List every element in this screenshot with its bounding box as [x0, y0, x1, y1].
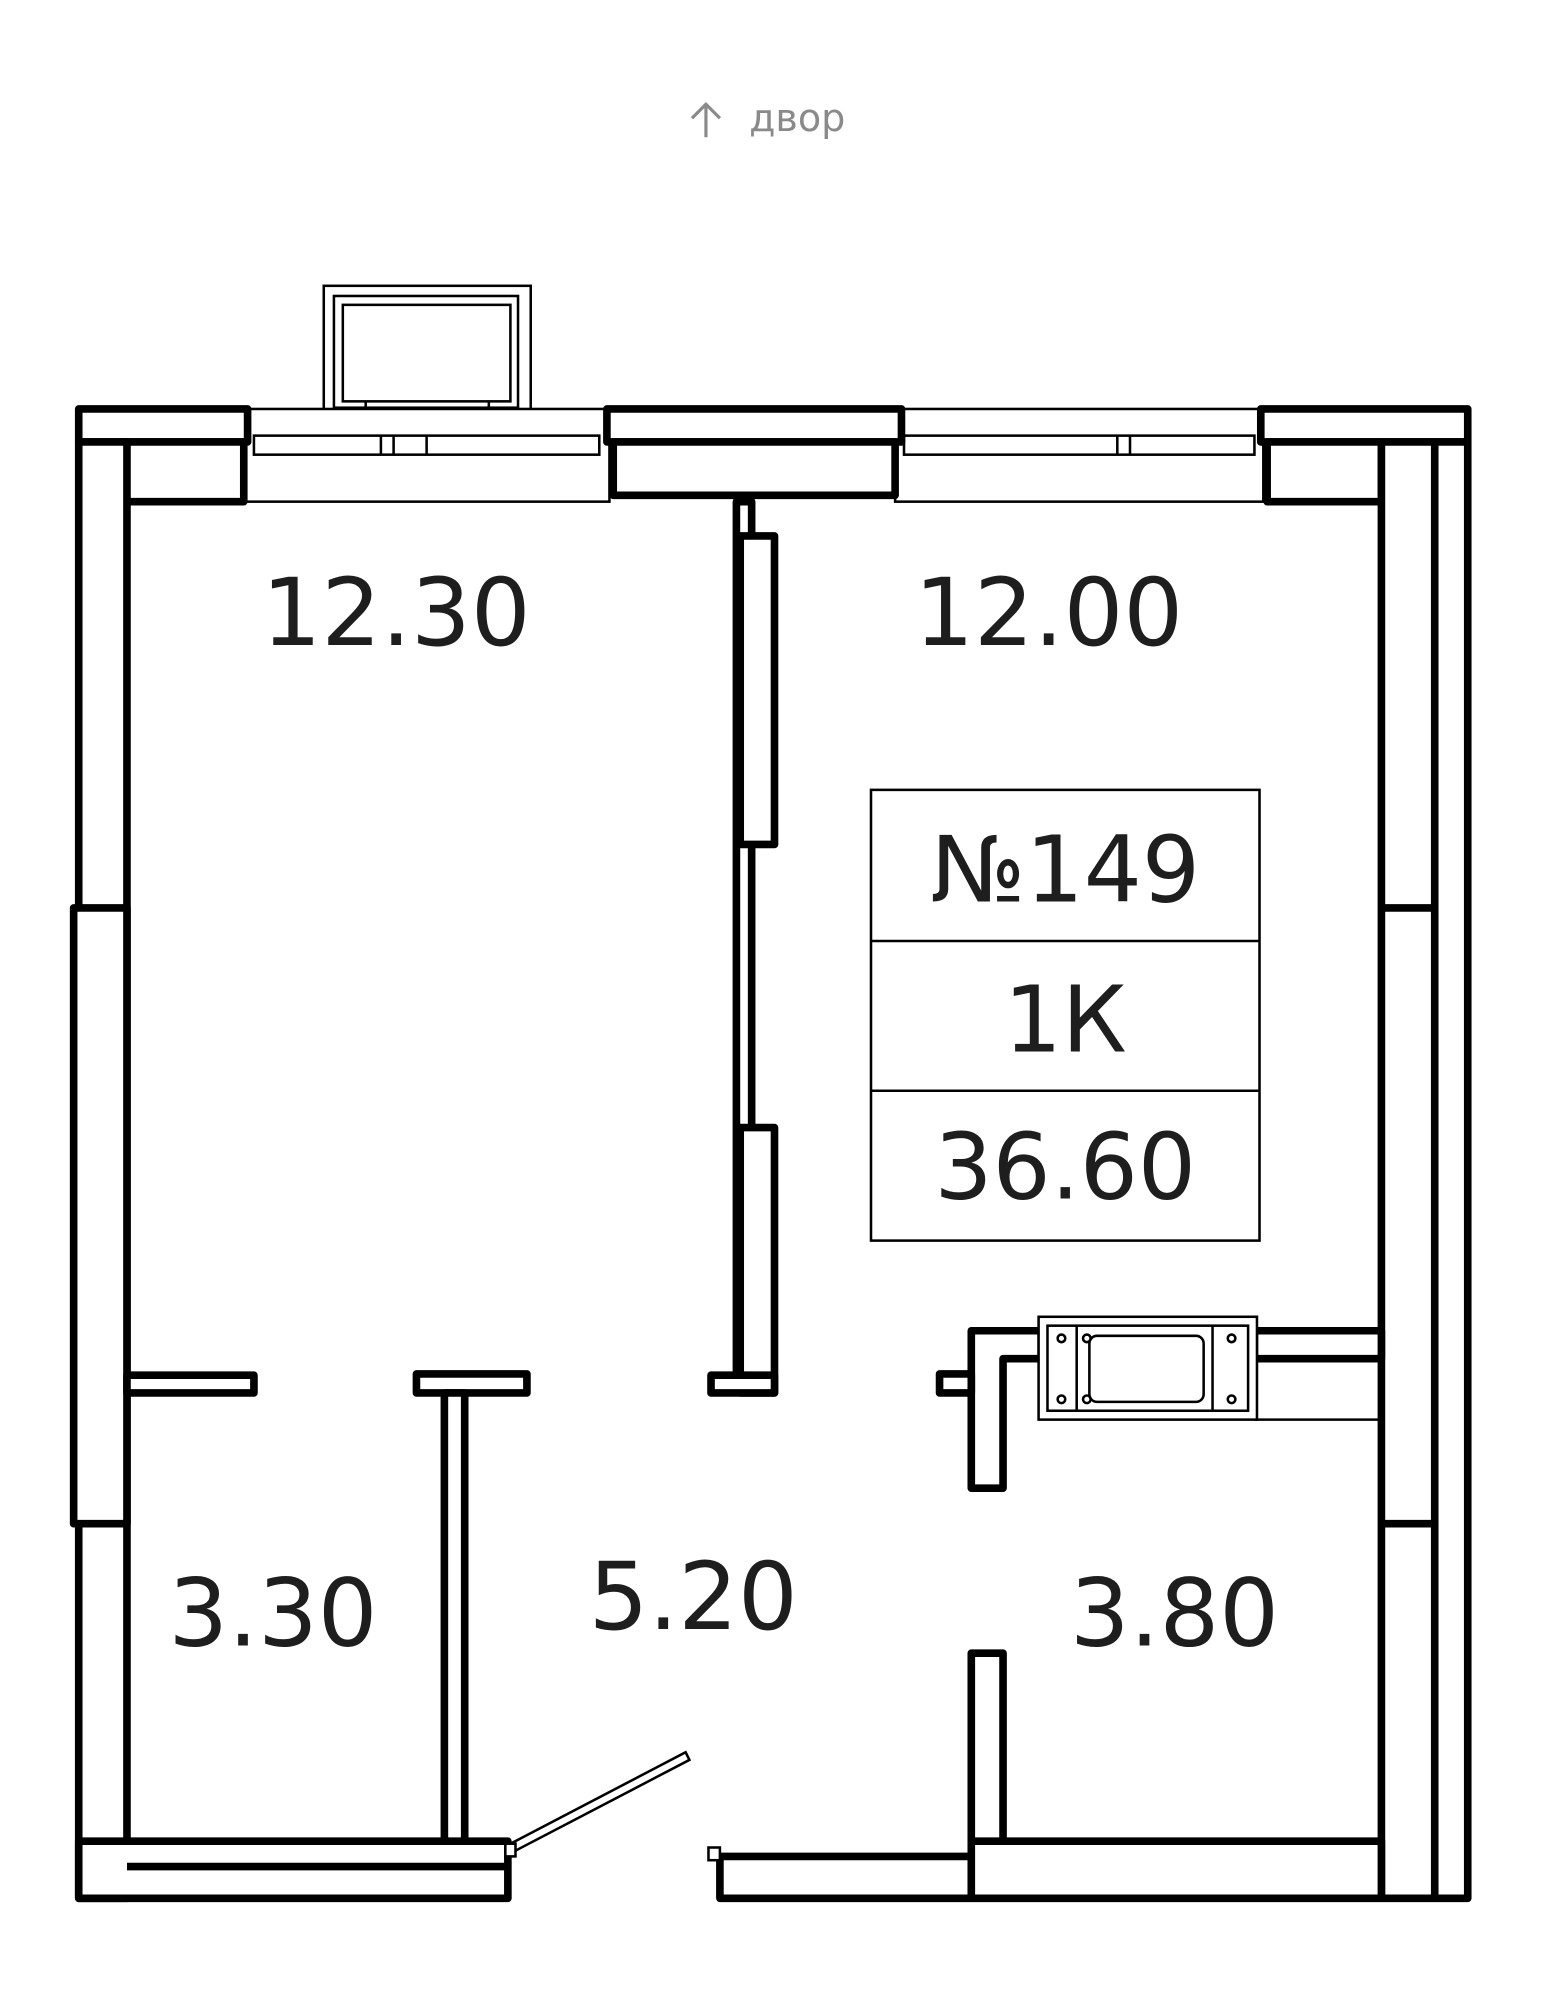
room-area-hallway: 5.20 — [589, 1543, 798, 1652]
apartment-type: 1К — [1004, 966, 1127, 1073]
apartment-number: №149 — [930, 817, 1200, 924]
interior-partitions — [123, 497, 1386, 1845]
room-area-room-2: 12.00 — [914, 559, 1183, 668]
window-top-right — [893, 407, 1265, 503]
ventilation-shaft — [1037, 1315, 1259, 1421]
room-area-bathroom: 3.30 — [168, 1560, 377, 1669]
room-area-wc: 3.80 — [1070, 1560, 1279, 1669]
exterior-walls — [69, 405, 1472, 1903]
orientation-label: двор — [749, 96, 845, 140]
orientation-indicator: двор — [690, 96, 845, 140]
apartment-total-area: 36.60 — [934, 1114, 1196, 1221]
apartment-info-box: №149 1К 36.60 — [869, 788, 1261, 1242]
window-top-left — [242, 407, 611, 503]
balcony-box — [322, 284, 532, 412]
entrance-door — [504, 1750, 722, 1862]
window-left — [69, 904, 131, 1528]
room-area-room-1: 12.30 — [262, 559, 531, 668]
arrow-up-icon — [690, 102, 722, 138]
